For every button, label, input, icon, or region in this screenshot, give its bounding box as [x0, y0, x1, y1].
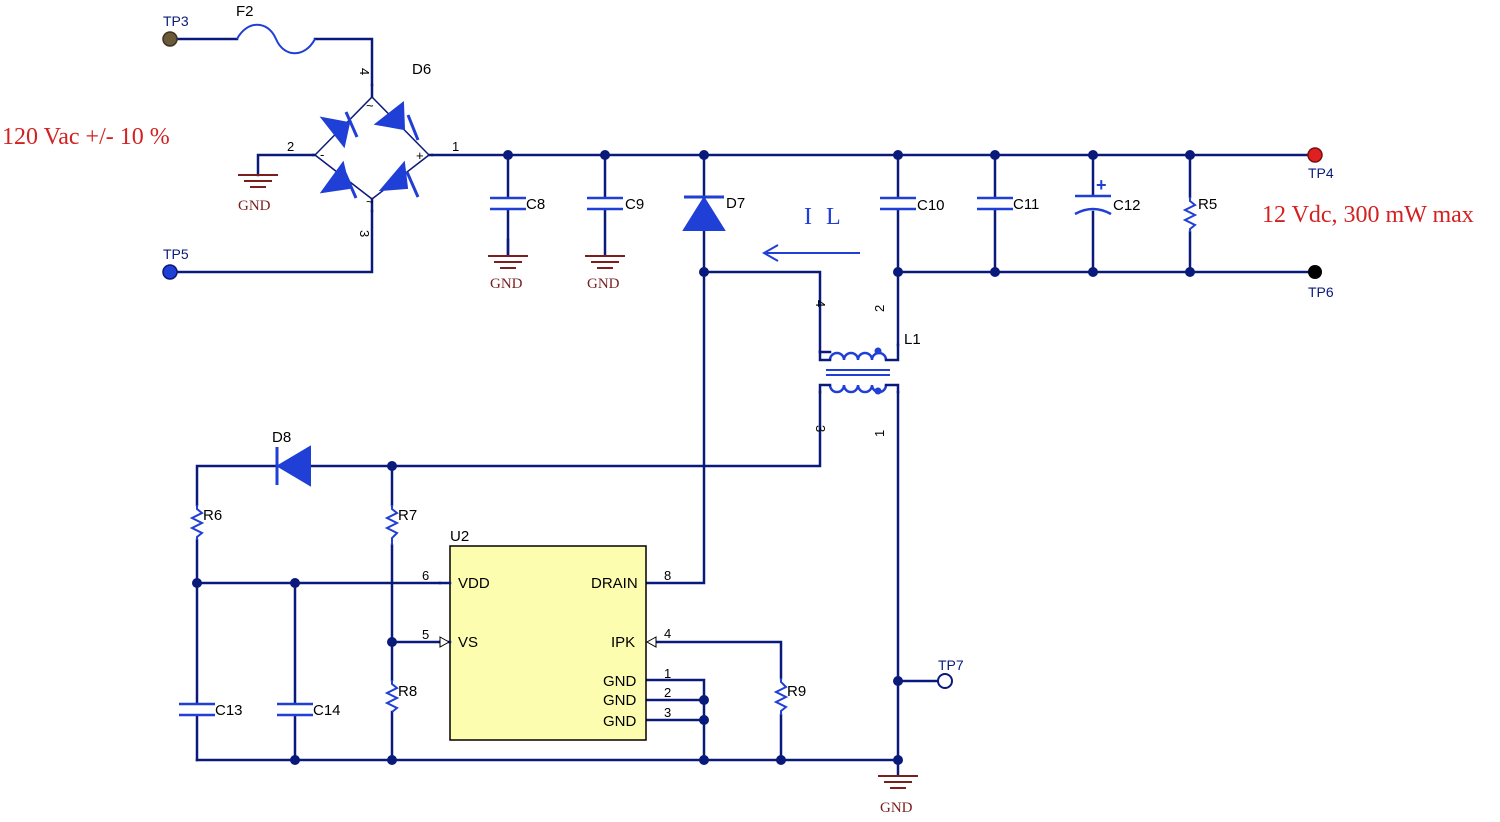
l1-pin-2: 2 — [872, 305, 887, 312]
transformer-l1: 4 2 3 1 L1 — [813, 300, 921, 437]
d7-label: D7 — [726, 195, 745, 212]
c12-label: C12 — [1113, 197, 1141, 214]
gnd-label-bridge: GND — [238, 198, 271, 214]
tp3-label: TP3 — [163, 13, 189, 29]
testpoint-tp6: TP6 — [1308, 265, 1334, 300]
u2-pin-8: 8 — [664, 568, 671, 583]
ground-c8: GND — [488, 238, 528, 292]
bridge-pin-2: 2 — [287, 139, 294, 154]
tp5-label: TP5 — [163, 246, 189, 262]
c11-label: C11 — [1013, 196, 1039, 213]
ground-main: GND — [878, 775, 918, 816]
capacitor-c11: C11 — [977, 196, 1039, 213]
c9-label: C9 — [625, 196, 644, 213]
u2-pin-3: 3 — [664, 705, 671, 720]
junction-nodes — [192, 150, 1195, 765]
u2-gnd-pin-2: GND — [603, 692, 637, 709]
d8-label: D8 — [272, 429, 291, 446]
testpoint-tp4: TP4 — [1307, 147, 1334, 181]
current-arrow: I L — [761, 204, 860, 262]
c8-label: C8 — [526, 196, 545, 213]
u2-gnd-pin-1: GND — [603, 673, 637, 690]
bridge-pin-4: 4 — [357, 68, 372, 75]
c13-label: C13 — [215, 702, 243, 719]
ground-bridge: GND — [238, 174, 278, 214]
input-voltage-note: 120 Vac +/- 10 % — [2, 124, 170, 150]
u2-vdd-pin: VDD — [458, 575, 490, 592]
tp4-label: TP4 — [1308, 165, 1334, 181]
bridge-minus: - — [320, 147, 324, 162]
r7-label: R7 — [398, 507, 417, 524]
resistor-r9: R9 — [773, 678, 806, 715]
l1-pin-4: 4 — [813, 300, 828, 307]
capacitor-c14: C14 — [277, 702, 341, 719]
capacitor-c10: C10 — [880, 196, 945, 214]
f2-label: F2 — [236, 3, 254, 20]
resistor-r8: R8 — [384, 680, 417, 713]
capacitor-c9: C9 — [587, 196, 644, 213]
gnd-label-c9: GND — [587, 276, 620, 292]
u2-gnd-pin-3: GND — [603, 713, 637, 730]
resistor-r7: R7 — [384, 505, 417, 545]
tp6-label: TP6 — [1308, 284, 1334, 300]
c14-label: C14 — [313, 702, 341, 719]
d6-label: D6 — [412, 61, 431, 78]
bridge-pin-3: 3 — [357, 230, 372, 237]
bridge-plus: + — [416, 148, 424, 163]
fuse-f2: F2 — [236, 3, 316, 55]
u2-label: U2 — [450, 528, 469, 545]
testpoint-tp7: TP7 — [937, 657, 964, 689]
current-label: I L — [804, 204, 845, 230]
testpoint-tp5: TP5 — [162, 246, 189, 280]
tp7-label: TP7 — [938, 657, 964, 673]
u2-pin-6: 6 — [422, 568, 429, 583]
r6-label: R6 — [203, 507, 222, 524]
bridge-tilde-top: ~ — [366, 98, 374, 113]
bridge-rectifier-d6: ~ ~ - + 4 3 2 1 D6 — [287, 61, 459, 237]
r5-label: R5 — [1198, 196, 1217, 213]
output-voltage-note: 12 Vdc, 300 mW max — [1262, 202, 1474, 228]
wires — [168, 37, 1317, 777]
l1-pin-3: 3 — [813, 425, 828, 432]
u2-drain-pin: DRAIN — [591, 575, 638, 592]
gnd-label-main: GND — [880, 800, 913, 816]
r8-label: R8 — [398, 683, 417, 700]
diode-d7: D7 — [682, 195, 745, 231]
bridge-pin-1: 1 — [452, 139, 459, 154]
gnd-label-c8: GND — [490, 276, 523, 292]
l1-label: L1 — [904, 331, 921, 348]
u2-pin-1: 1 — [664, 666, 671, 681]
resistor-r6: R6 — [189, 505, 222, 540]
u2-vs-pin: VS — [458, 634, 478, 651]
ground-c9: GND — [585, 255, 625, 292]
u2-pin-4: 4 — [664, 626, 671, 641]
u2-ipk-pin: IPK — [611, 634, 635, 651]
r9-label: R9 — [787, 683, 806, 700]
l1-pin-1: 1 — [872, 430, 887, 437]
u2-pin-2: 2 — [664, 685, 671, 700]
diode-d8: D8 — [272, 429, 311, 487]
capacitor-c8: C8 — [490, 196, 545, 213]
capacitor-c13: C13 — [179, 702, 243, 719]
ic-u2: U2 VDD VS DRAIN IPK GND GND GND 6 5 8 4 … — [422, 528, 671, 741]
resistor-r5: R5 — [1182, 196, 1217, 232]
u2-pin-5: 5 — [422, 627, 429, 642]
c12-polarity: + — [1096, 175, 1107, 195]
bridge-tilde-bottom: ~ — [366, 194, 374, 209]
c10-label: C10 — [917, 197, 945, 214]
testpoint-tp3: TP3 — [162, 13, 189, 47]
capacitor-c12: + C12 — [1074, 175, 1141, 216]
